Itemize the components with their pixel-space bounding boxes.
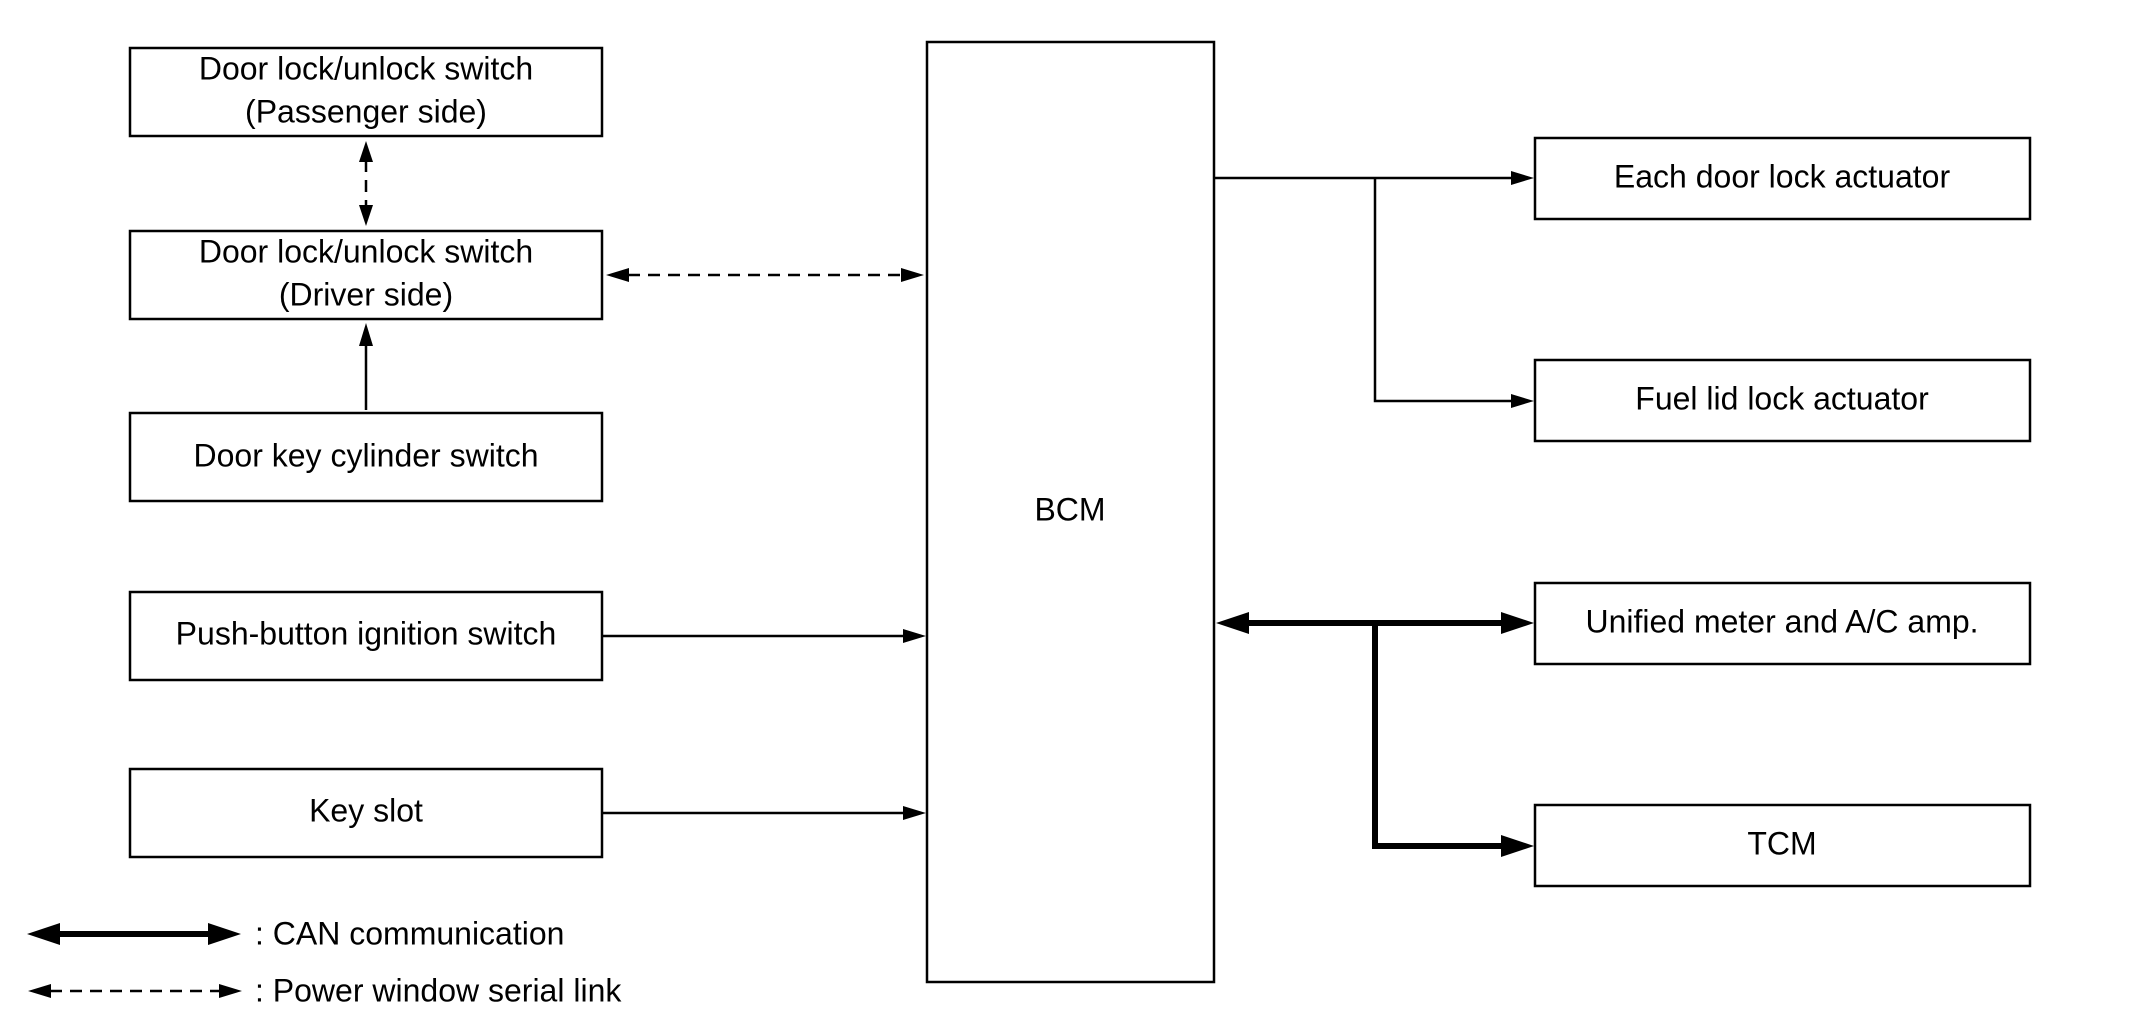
legend-can-label: : CAN communication <box>255 915 564 951</box>
push-button-block: Push-button ignition switch <box>128 590 604 682</box>
key-slot-block: Key slot <box>128 767 604 859</box>
key-slot-to-bcm-arrow <box>602 806 926 820</box>
passenger-switch-label-line1: Door lock/unlock switch <box>199 50 533 86</box>
legend-serial: : Power window serial link <box>28 972 622 1008</box>
driver-bcm-serial-link <box>606 268 924 282</box>
tcm-label: TCM <box>1747 825 1816 861</box>
fuel-lid-actuator-block: Fuel lid lock actuator <box>1533 358 2032 443</box>
bcm-to-actuators-wiring <box>1214 171 1534 408</box>
unified-meter-label: Unified meter and A/C amp. <box>1585 603 1978 639</box>
driver-switch-block: Door lock/unlock switch (Driver side) <box>128 229 604 321</box>
key-slot-label: Key slot <box>309 792 423 828</box>
fuel-lid-actuator-label: Fuel lid lock actuator <box>1635 380 1929 416</box>
tcm-block: TCM <box>1533 803 2032 888</box>
passenger-switch-label-line2: (Passenger side) <box>245 93 487 129</box>
unified-meter-block: Unified meter and A/C amp. <box>1533 581 2032 666</box>
passenger-driver-serial-link <box>359 141 373 226</box>
push-button-to-bcm-arrow <box>602 629 926 643</box>
push-button-label: Push-button ignition switch <box>176 615 557 651</box>
legend-can: : CAN communication <box>27 915 564 951</box>
bcm-block: BCM <box>925 40 1216 984</box>
key-cylinder-label: Door key cylinder switch <box>194 437 539 473</box>
door-lock-actuator-label: Each door lock actuator <box>1614 158 1951 194</box>
passenger-switch-block: Door lock/unlock switch (Passenger side) <box>128 46 604 138</box>
can-bus-wiring <box>1216 612 1534 857</box>
key-cylinder-block: Door key cylinder switch <box>128 411 604 503</box>
key-cylinder-to-driver-arrow <box>359 323 373 410</box>
door-lock-actuator-block: Each door lock actuator <box>1533 136 2032 221</box>
driver-switch-label-line2: (Driver side) <box>279 276 453 312</box>
driver-switch-label-line1: Door lock/unlock switch <box>199 233 533 269</box>
bcm-label: BCM <box>1034 491 1105 527</box>
legend-serial-label: : Power window serial link <box>255 972 622 1008</box>
